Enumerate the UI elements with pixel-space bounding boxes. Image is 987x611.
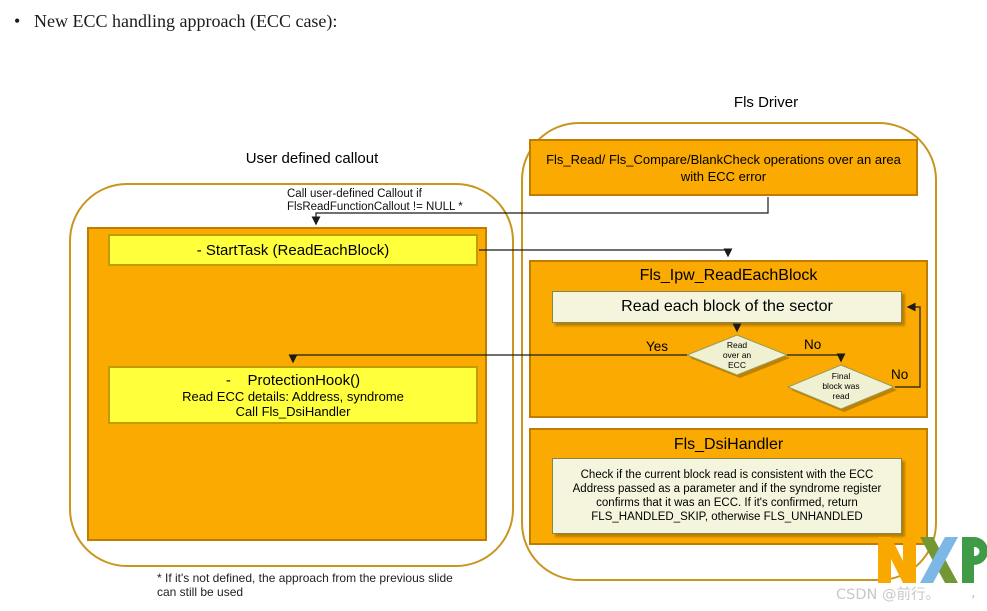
- final-decision-line2: block was: [822, 380, 860, 391]
- start-task-label: - StartTask (ReadEachBlock): [196, 241, 390, 259]
- protection-hook-call: Call Fls_DsiHandler: [235, 403, 351, 419]
- callout-note-line2: FlsReadFunctionCallout != NULL *: [287, 200, 463, 213]
- read-operations-box: Fls_Read/ Fls_Compare/BlankCheck operati…: [529, 139, 918, 196]
- callout-note-line1: Call user-defined Callout if: [287, 188, 422, 200]
- dsi-handler-text-box: Check if the current block read is consi…: [552, 458, 902, 534]
- footnote-line2: can still be used: [157, 585, 244, 599]
- protection-hook-title: - ProtectionHook(): [225, 371, 361, 389]
- read-operations-label: Fls_Read/ Fls_Compare/BlankCheck operati…: [546, 151, 901, 184]
- footnote-line1: * If it's not defined, the approach from…: [157, 571, 453, 585]
- nxp-logo-x-blue: [920, 537, 958, 583]
- dsi-text-line1: Check if the current block read is consi…: [580, 468, 874, 481]
- dsi-text-line4: FLS_HANDLED_SKIP, otherwise FLS_UNHANDLE…: [591, 511, 863, 524]
- protection-hook-detail: Read ECC details: Address, syndrome: [182, 388, 404, 404]
- yes-label: Yes: [646, 339, 669, 354]
- callout-note: Call user-defined Callout if FlsReadFunc…: [287, 188, 463, 213]
- protection-hook-box: - ProtectionHook() Read ECC details: Add…: [108, 366, 478, 424]
- watermark-text: CSDN @前行。: [836, 587, 940, 603]
- nxp-logo-n: [878, 537, 916, 583]
- fls-driver-title: Fls Driver: [733, 94, 799, 111]
- user-callout-title: User defined callout: [245, 150, 379, 167]
- nxp-logo: [878, 537, 987, 583]
- ecc-decision-line2: over an: [722, 349, 752, 360]
- dsi-text-line3: confirms that it was an ECC. If it's con…: [596, 497, 858, 509]
- ecc-decision-line1: Read: [726, 340, 748, 350]
- ecc-decision-line3: ECC: [728, 359, 746, 370]
- dsi-text-line2: Address passed as a parameter and if the…: [572, 482, 882, 495]
- final-decision-line1: Final: [831, 371, 851, 381]
- final-decision-text: Final block was read: [806, 371, 876, 401]
- nxp-logo-p: [962, 537, 987, 583]
- dsi-handler-title: Fls_DsiHandler: [673, 436, 784, 453]
- read-each-block-label: Read each block of the sector: [621, 298, 833, 315]
- final-decision-line3: read: [832, 390, 850, 401]
- bullet-glyph: •: [14, 11, 21, 31]
- start-task-box: - StartTask (ReadEachBlock): [108, 234, 478, 266]
- watermark-comma: ,: [971, 585, 976, 601]
- footnote: * If it's not defined, the approach from…: [157, 571, 453, 599]
- no-label-final: No: [891, 367, 909, 382]
- read-each-block-process-box: Read each block of the sector: [552, 291, 902, 323]
- ecc-decision-text: Read over an ECC: [702, 340, 772, 370]
- slide-heading: New ECC handling approach (ECC case):: [34, 11, 338, 31]
- ipw-read-each-block-title: Fls_Ipw_ReadEachBlock: [639, 267, 818, 284]
- no-label-ecc: No: [804, 337, 822, 352]
